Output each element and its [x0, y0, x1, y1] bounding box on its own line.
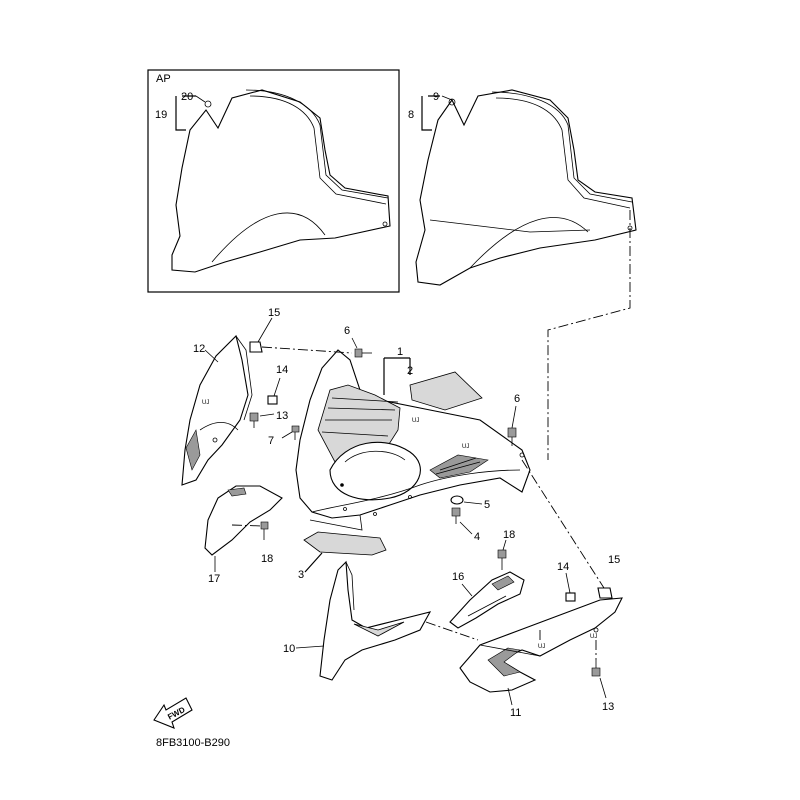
callout-11: 11	[510, 707, 521, 719]
bolt-13-right	[591, 660, 601, 677]
washer-5	[450, 495, 464, 505]
svg-text:UJ: UJ	[538, 644, 545, 650]
callout-6-right: 6	[514, 393, 520, 405]
screw-6-top	[261, 346, 372, 358]
bolt-13-left	[249, 412, 259, 428]
callout-12: 12	[193, 343, 205, 355]
callout-3: 3	[298, 569, 304, 581]
svg-text:UJ: UJ	[462, 444, 469, 450]
screw-18-left	[260, 521, 269, 540]
svg-text:UJ: UJ	[412, 418, 419, 424]
side-fairing-12: UJ	[181, 334, 253, 486]
grommet-15-top	[249, 341, 263, 353]
grommet-15-right	[597, 587, 613, 599]
part-code: 8FB3100-B290	[156, 737, 230, 749]
callout-8: 8	[408, 109, 414, 121]
callout-1: 1	[397, 346, 403, 358]
callout-17: 17	[208, 573, 220, 585]
inset-box	[147, 69, 400, 293]
bracket-19-20	[175, 95, 196, 131]
inset-label: AP	[156, 73, 171, 85]
callout-7: 7	[268, 435, 274, 447]
inner-panel-17	[204, 485, 283, 556]
fwd-arrow-icon: FWD	[153, 697, 193, 729]
side-panel-16	[449, 571, 525, 629]
nut-14-right	[565, 592, 576, 602]
callout-9: 9	[433, 91, 439, 103]
callout-2: 2	[407, 365, 413, 377]
callout-18-right: 18	[503, 529, 515, 541]
side-fairing-11: UJ UJ	[459, 597, 623, 693]
reflector-sheet-2	[409, 371, 483, 411]
callout-20: 20	[181, 91, 193, 103]
callout-14-left: 14	[276, 364, 288, 376]
screw-18-right	[497, 549, 507, 570]
callout-16: 16	[452, 571, 464, 583]
leader-windscreen-mount	[547, 210, 631, 460]
callout-13-left: 13	[276, 410, 288, 422]
windscreen-8	[415, 89, 637, 286]
callout-5: 5	[484, 499, 490, 511]
callout-18-left: 18	[261, 553, 273, 565]
bracket-8-9	[421, 95, 440, 131]
bracket-1-2	[383, 357, 411, 395]
callout-19: 19	[155, 109, 167, 121]
leader-10-11	[425, 621, 479, 641]
callout-14-right: 14	[557, 561, 569, 573]
callout-10: 10	[283, 643, 295, 655]
callout-15-top: 15	[268, 307, 280, 319]
callout-13-right: 13	[602, 701, 614, 713]
leader-3	[304, 552, 323, 573]
svg-text:UJ: UJ	[202, 400, 209, 406]
upper-cowling-1: UJ UJ	[295, 349, 531, 531]
inner-cover-10	[319, 560, 432, 681]
screw-7	[291, 425, 300, 440]
callout-4: 4	[474, 531, 480, 543]
svg-text:UJ: UJ	[590, 634, 597, 640]
bolt-4	[451, 507, 461, 524]
leader-15-right	[521, 459, 605, 589]
inner-panel-3	[303, 531, 387, 556]
callout-15-right: 15	[608, 554, 620, 566]
windscreen-19	[171, 89, 391, 273]
nut-14-left	[267, 395, 278, 405]
callout-6-top: 6	[344, 325, 350, 337]
